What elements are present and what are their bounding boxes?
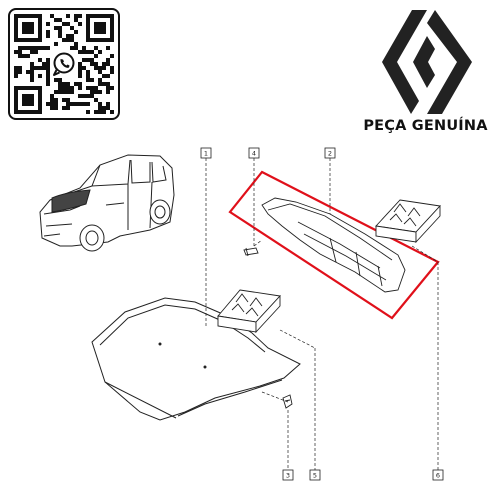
whatsapp-icon	[51, 51, 77, 77]
screw-part	[243, 247, 259, 257]
callout-box-4	[248, 147, 260, 159]
callout-box-2	[324, 147, 336, 159]
car-thumbnail	[39, 154, 175, 252]
genuine-part-label: PEÇA GENUÍNA	[363, 118, 488, 134]
renault-logo-icon	[382, 10, 472, 114]
qr-code-icon	[14, 14, 114, 114]
callout-1: 1	[204, 150, 208, 158]
callout-6: 6	[436, 472, 440, 480]
parts-box-6	[375, 199, 441, 244]
parts-box-5	[217, 289, 281, 334]
qr-code[interactable]	[8, 8, 120, 120]
callout-box-6	[432, 469, 444, 481]
callout-box-1	[200, 147, 212, 159]
hood-insulator	[261, 197, 406, 293]
parts-diagram: 1 2 3 4 5 6	[39, 147, 444, 481]
callout-3: 3	[286, 472, 290, 480]
hood-panel	[91, 297, 301, 421]
callout-5: 5	[313, 472, 317, 480]
leader-lines	[205, 158, 439, 470]
callout-box-5	[309, 469, 321, 481]
callout-box-3	[282, 469, 294, 481]
callout-2: 2	[328, 150, 332, 158]
callout-4: 4	[252, 150, 256, 158]
